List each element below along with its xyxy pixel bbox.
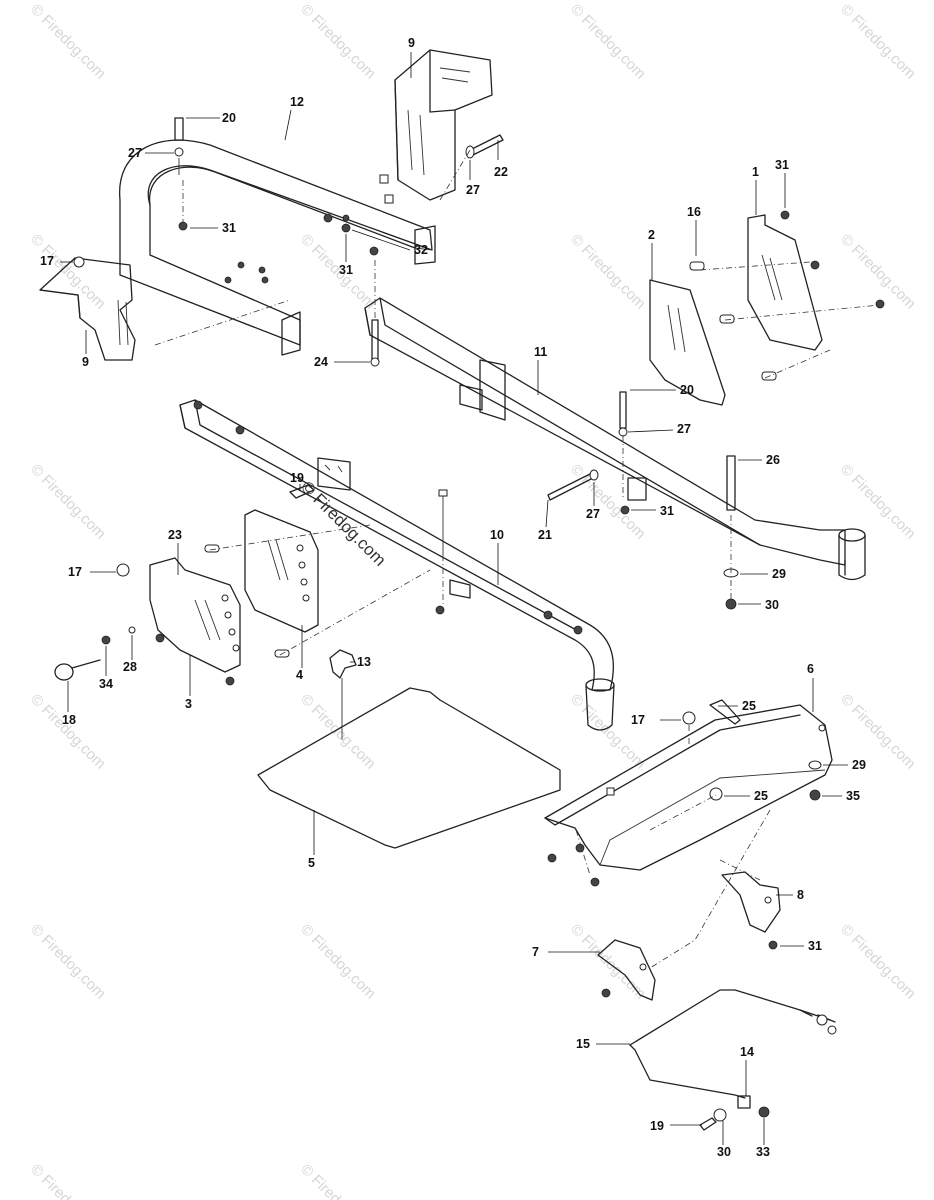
callout-label-c6: 6: [807, 662, 814, 676]
watermark-text: © Firedog.com: [27, 1161, 109, 1200]
callout-label-c3: 3: [185, 697, 192, 711]
callout-label-c10: 10: [490, 528, 504, 542]
callout-label-c4: 4: [296, 668, 303, 682]
callout-label-c16: 16: [687, 205, 701, 219]
part-4-slider-plate: [244, 509, 319, 633]
callout-label-c21: 21: [538, 528, 552, 542]
watermark-text: © Firedog.com: [27, 1, 109, 83]
part-13-knob: [329, 649, 357, 735]
part-3-seat-bracket: [149, 557, 241, 673]
watermark-text: © Firedog.com: [837, 461, 919, 543]
callout-label-c26: 26: [766, 453, 780, 467]
callout-label-c15: 15: [576, 1037, 590, 1051]
callout-label-c30b: 30: [717, 1145, 731, 1159]
part-12-handle-frame: [119, 139, 436, 356]
callout-label-c17c: 17: [631, 713, 645, 727]
callout-label-c23: 23: [168, 528, 182, 542]
callout-label-c5: 5: [308, 856, 315, 870]
callout-label-c19b: 19: [650, 1119, 664, 1133]
part-6-channel-bracket: [544, 704, 833, 871]
watermark-text: © Firedog.com: [837, 1, 919, 83]
callout-label-c12: 12: [290, 95, 304, 109]
watermark-text: © Firedog.com: [567, 231, 649, 313]
callout-label-c18: 18: [62, 713, 76, 727]
watermark-text: © Firedog.com: [27, 921, 109, 1003]
callout-label-c9a: 9: [408, 36, 415, 50]
watermark-text: © Firedog.com: [567, 691, 649, 773]
part-11-main-frame: [364, 297, 866, 581]
watermark-text: © Firedog.com: [297, 1, 379, 83]
callout-label-c19a: 19: [290, 471, 304, 485]
callout-leader-c27c: [627, 429, 674, 433]
callout-label-c22: 22: [494, 165, 508, 179]
callout-label-c17b: 17: [68, 565, 82, 579]
callout-label-c31e: 31: [808, 939, 822, 953]
watermark-text: © Firedog.com: [567, 1, 649, 83]
callout-label-c28: 28: [123, 660, 137, 674]
watermark-text: © Firedog.com: [297, 1161, 379, 1200]
watermark-text: © Firedog.com: [27, 461, 109, 543]
callout-label-c34: 34: [99, 677, 113, 691]
callout-label-c11: 11: [534, 345, 547, 359]
callout-label-c32: 32: [414, 243, 428, 257]
callout-label-c2: 2: [648, 228, 655, 242]
callout-label-c20b: 20: [680, 383, 694, 397]
part-9-upper-bracket: [379, 49, 493, 204]
callout-label-c35: 35: [846, 789, 860, 803]
callout-label-c31c: 31: [775, 158, 789, 172]
part-1-right-plate: [747, 214, 823, 351]
callout-label-c29b: 29: [852, 758, 866, 772]
callout-label-c29a: 29: [772, 567, 786, 581]
watermark-text: © Firedog.com: [837, 691, 919, 773]
callout-label-c27b: 27: [466, 183, 480, 197]
center-watermark: © Firedog.com: [297, 477, 389, 569]
callout-label-c33: 33: [756, 1145, 770, 1159]
callout-label-c27c: 27: [677, 422, 691, 436]
callout-leader-c32: [351, 229, 411, 251]
callout-label-c25a: 25: [742, 699, 756, 713]
callout-label-c25b: 25: [754, 789, 768, 803]
part-2-side-plate: [649, 279, 726, 406]
callout-label-c7: 7: [532, 945, 539, 959]
assembly-lines: [154, 149, 881, 969]
callout-label-c14: 14: [740, 1045, 754, 1059]
part-7-bracket: [597, 939, 656, 1001]
callout-label-c31d: 31: [660, 504, 674, 518]
callout-label-c27d: 27: [586, 507, 600, 521]
part-5-base-panel: [257, 687, 561, 849]
callout-label-c30a: 30: [765, 598, 779, 612]
callout-leader-c12: [284, 109, 292, 141]
callout-label-c13: 13: [357, 655, 371, 669]
callout-label-c31b: 31: [339, 263, 353, 277]
callout-label-c8: 8: [797, 888, 804, 902]
part-15-linkage-rod: [629, 989, 837, 1099]
hardware-items: [54, 117, 885, 1131]
part-9-left-bracket: [39, 256, 136, 361]
callout-label-c9b: 9: [82, 355, 89, 369]
callout-label-c1: 1: [752, 165, 759, 179]
watermark-text: © Firedog.com: [837, 921, 919, 1003]
callout-label-c17a: 17: [40, 254, 54, 268]
callout-label-c20a: 20: [222, 111, 236, 125]
callout-label-c31a: 31: [222, 221, 236, 235]
watermark-text: © Firedog.com: [27, 231, 109, 313]
watermark-text: © Firedog.com: [297, 691, 379, 773]
part-8-small-bracket: [721, 871, 781, 933]
watermark-text: © Firedog.com: [297, 921, 379, 1003]
callout-leader-c21: [545, 499, 549, 528]
callout-label-c24: 24: [314, 355, 328, 369]
callout-label-c27a: 27: [128, 146, 142, 160]
